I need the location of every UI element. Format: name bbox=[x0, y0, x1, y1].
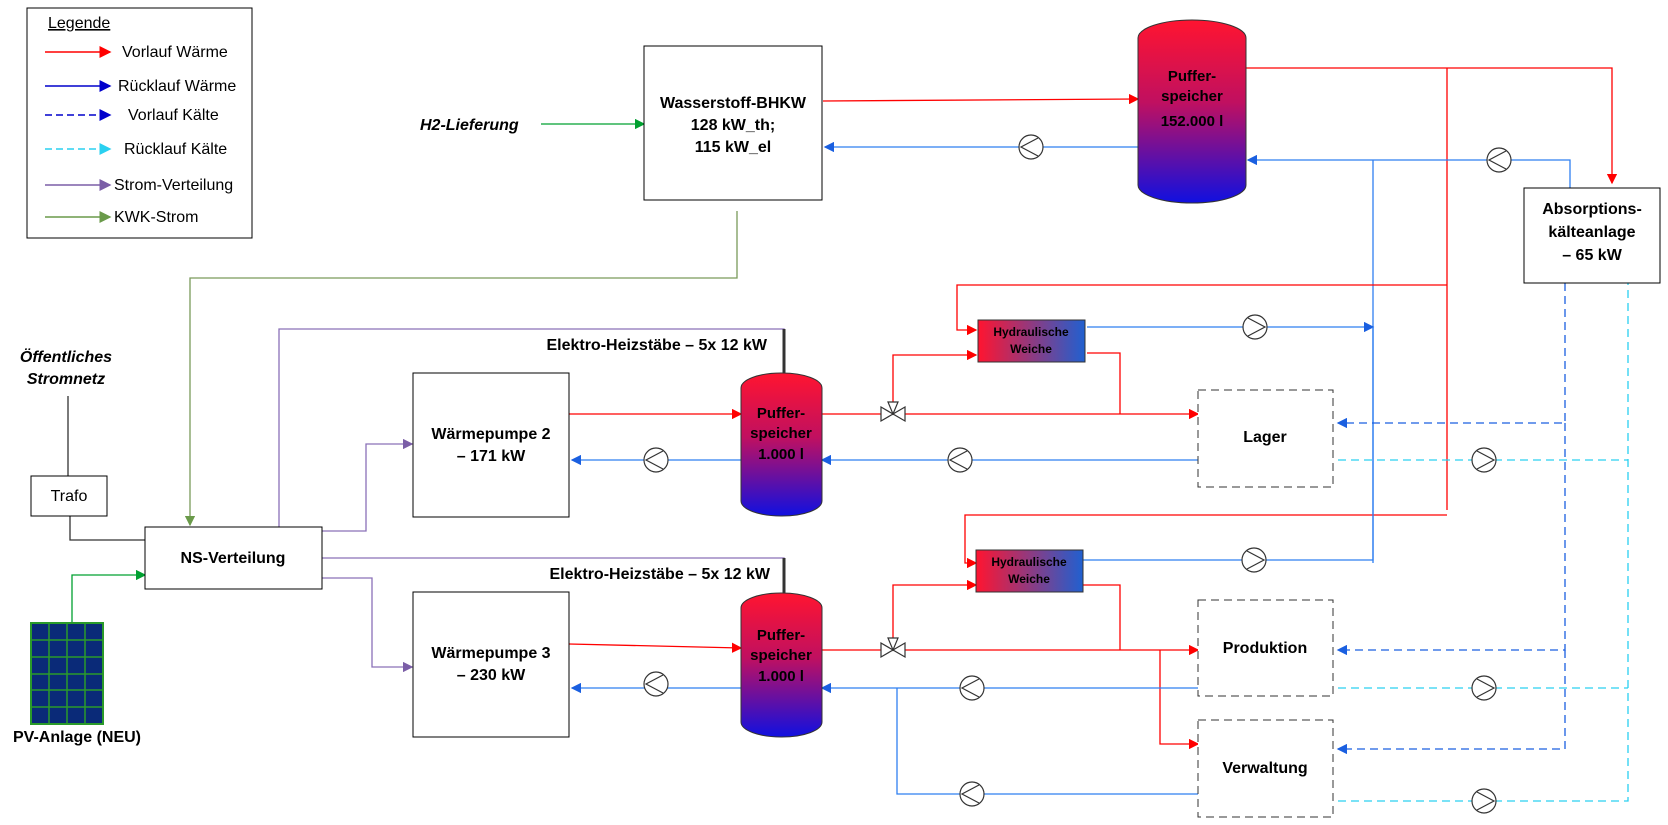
pump-icon bbox=[643, 671, 669, 697]
svg-text:kälteanlage: kälteanlage bbox=[1548, 224, 1635, 241]
svg-text:128 kW_th;: 128 kW_th; bbox=[691, 117, 775, 134]
pump-icon bbox=[1018, 134, 1044, 160]
valve-icons bbox=[880, 401, 906, 659]
svg-text:115 kW_el: 115 kW_el bbox=[695, 139, 772, 156]
svg-text:Verwaltung: Verwaltung bbox=[1222, 760, 1307, 777]
absorption-chiller-box[interactable]: Absorptions- kälteanlage – 65 kW bbox=[1523, 187, 1661, 284]
svg-text:Wärmepumpe 2: Wärmepumpe 2 bbox=[431, 426, 550, 443]
svg-text:H2-Lieferung: H2-Lieferung bbox=[420, 117, 519, 134]
ns-distribution-box[interactable]: NS-Verteilung bbox=[144, 526, 323, 590]
svg-text:Puffer-: Puffer- bbox=[757, 627, 805, 644]
svg-text:Puffer-: Puffer- bbox=[1168, 68, 1216, 85]
heater-rod-1: Elektro-Heizstäbe – 5x 12 kW bbox=[546, 329, 786, 377]
legend-title: Legende bbox=[48, 15, 110, 32]
pump-icon bbox=[1486, 147, 1512, 173]
pv-panel-icon bbox=[30, 622, 104, 725]
heat-pump-2-box[interactable]: Wärmepumpe 2 – 171 kW bbox=[412, 372, 570, 518]
pump-icon bbox=[1471, 675, 1497, 701]
h2-supply-label: H2-Lieferung bbox=[420, 117, 519, 134]
hydraulic-separator-2[interactable]: Hydraulische Weiche bbox=[975, 549, 1084, 593]
svg-text:Hydraulische: Hydraulische bbox=[993, 325, 1069, 339]
svg-text:– 171 kW: – 171 kW bbox=[457, 448, 526, 465]
legend-item-kwk-strom: KWK-Strom bbox=[114, 209, 198, 226]
connection-lines bbox=[67, 67, 1629, 802]
pump-icon bbox=[947, 447, 973, 473]
pv-label: PV-Anlage (NEU) bbox=[13, 729, 141, 746]
svg-text:Puffer-: Puffer- bbox=[757, 405, 805, 422]
legend: Legende Vorlauf Wärme Rücklauf Wärme Vor… bbox=[26, 7, 253, 239]
bhkw-box[interactable]: Wasserstoff-BHKW 128 kW_th; 115 kW_el bbox=[643, 45, 823, 201]
pump-icon bbox=[959, 781, 985, 807]
pump-icon bbox=[1471, 788, 1497, 814]
buffer-tank-3[interactable]: Puffer- speicher 1.000 l bbox=[740, 592, 823, 738]
pump-icon bbox=[1242, 314, 1268, 340]
pump-icons bbox=[643, 134, 1512, 814]
consumer-lager[interactable]: Lager bbox=[1197, 389, 1334, 488]
legend-item-strom-verteilung: Strom-Verteilung bbox=[114, 177, 233, 194]
svg-text:– 65 kW: – 65 kW bbox=[1562, 247, 1622, 264]
three-way-valve-icon bbox=[880, 401, 906, 423]
svg-text:Trafo: Trafo bbox=[51, 488, 88, 505]
pump-icon bbox=[1471, 447, 1497, 473]
legend-item-vorlauf-kaelte: Vorlauf Kälte bbox=[128, 107, 219, 124]
public-grid-label: Öffentliches Stromnetz bbox=[20, 347, 112, 388]
svg-text:Hydraulische: Hydraulische bbox=[991, 555, 1067, 569]
svg-text:– 230 kW: – 230 kW bbox=[457, 667, 526, 684]
hydraulic-separator-1[interactable]: Hydraulische Weiche bbox=[977, 319, 1086, 363]
svg-text:1.000 l: 1.000 l bbox=[758, 668, 804, 685]
main-buffer-tank[interactable]: Puffer- speicher 152.000 l bbox=[1137, 19, 1247, 204]
svg-text:Elektro-Heizstäbe – 5x 12 kW: Elektro-Heizstäbe – 5x 12 kW bbox=[549, 566, 770, 583]
heater-rod-2: Elektro-Heizstäbe – 5x 12 kW bbox=[549, 558, 786, 600]
pump-icon bbox=[1241, 547, 1267, 573]
svg-text:Wärmepumpe 3: Wärmepumpe 3 bbox=[431, 645, 550, 662]
heat-pump-3-box[interactable]: Wärmepumpe 3 – 230 kW bbox=[412, 591, 570, 738]
svg-text:152.000 l: 152.000 l bbox=[1161, 113, 1224, 130]
svg-text:Weiche: Weiche bbox=[1010, 342, 1052, 356]
legend-item-ruecklauf-waerme: Rücklauf Wärme bbox=[118, 78, 236, 95]
svg-text:Stromnetz: Stromnetz bbox=[27, 371, 105, 388]
pump-icon bbox=[959, 675, 985, 701]
buffer-tank-2[interactable]: Puffer- speicher 1.000 l bbox=[740, 372, 823, 517]
consumer-verwaltung[interactable]: Verwaltung bbox=[1197, 719, 1334, 818]
svg-text:Weiche: Weiche bbox=[1008, 572, 1050, 586]
svg-text:1.000 l: 1.000 l bbox=[758, 446, 804, 463]
legend-item-vorlauf-waerme: Vorlauf Wärme bbox=[122, 44, 228, 61]
consumer-produktion[interactable]: Produktion bbox=[1197, 599, 1334, 697]
three-way-valve-icon bbox=[880, 637, 906, 659]
svg-text:Produktion: Produktion bbox=[1223, 640, 1307, 657]
svg-text:Öffentliches: Öffentliches bbox=[20, 347, 112, 366]
svg-text:speicher: speicher bbox=[1161, 88, 1223, 105]
svg-text:speicher: speicher bbox=[750, 647, 812, 664]
legend-item-ruecklauf-kaelte: Rücklauf Kälte bbox=[124, 141, 227, 158]
svg-text:speicher: speicher bbox=[750, 425, 812, 442]
svg-text:Wasserstoff-BHKW: Wasserstoff-BHKW bbox=[660, 95, 807, 112]
svg-text:Elektro-Heizstäbe – 5x 12 kW: Elektro-Heizstäbe – 5x 12 kW bbox=[546, 337, 767, 354]
svg-text:Lager: Lager bbox=[1243, 429, 1287, 446]
pump-icon bbox=[643, 447, 669, 473]
trafo-box[interactable]: Trafo bbox=[30, 475, 108, 517]
svg-text:NS-Verteilung: NS-Verteilung bbox=[181, 550, 286, 567]
svg-text:Absorptions-: Absorptions- bbox=[1542, 201, 1642, 218]
